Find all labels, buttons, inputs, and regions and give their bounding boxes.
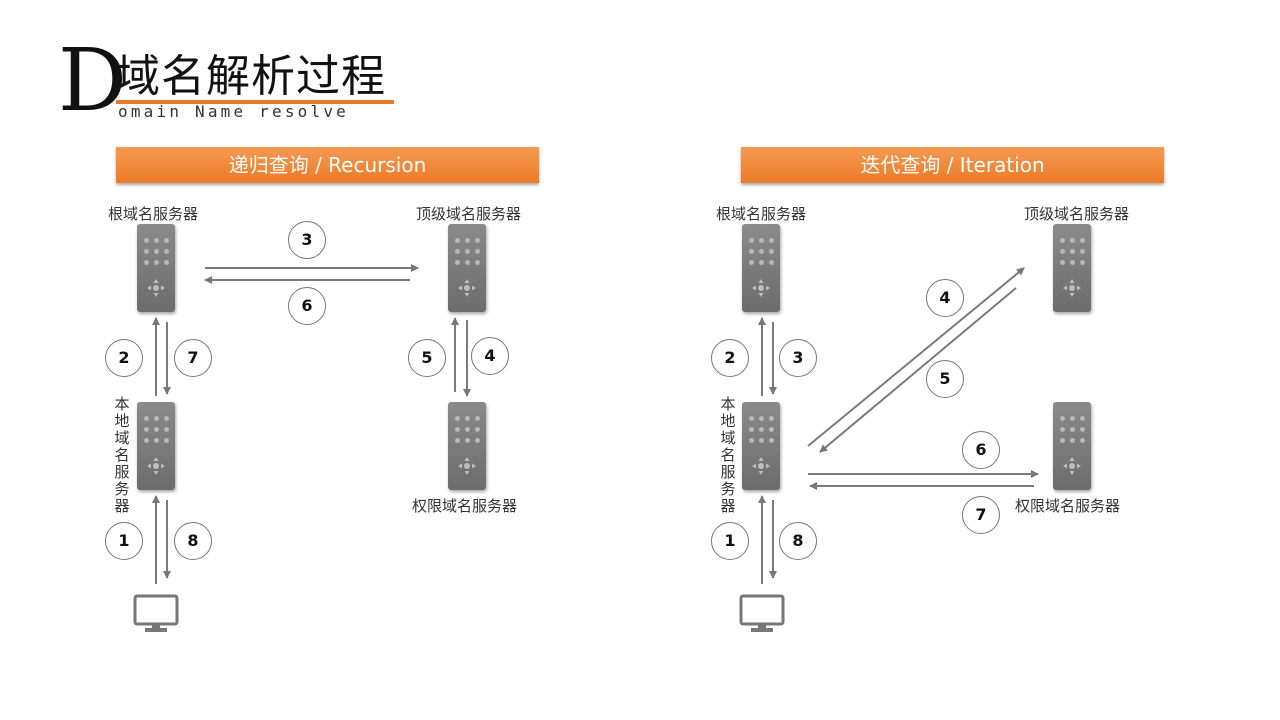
recursion-heading: 递归查询 / Recursion	[116, 147, 539, 183]
it-step-8: 8	[779, 522, 817, 560]
it-tld-server-label: 顶级域名服务器	[1024, 205, 1130, 223]
it-root-server-label: 根域名服务器	[716, 205, 807, 223]
server-dpad-icon	[147, 279, 165, 297]
it-local-server-icon	[742, 402, 780, 490]
rec-tld-server-label: 顶级域名服务器	[416, 205, 522, 223]
server-button-grid	[1060, 238, 1086, 265]
it-step-7: 7	[962, 496, 1000, 534]
server-button-grid	[749, 416, 775, 443]
it-tld-server-icon	[1053, 224, 1091, 312]
it-step-3: 3	[779, 339, 817, 377]
rec-auth-server-icon	[448, 402, 486, 490]
page-subtitle: omain Name resolve	[118, 102, 349, 121]
page-title: 域名解析过程	[116, 51, 386, 102]
rec-local-server-label: 本地域名服务器	[114, 395, 130, 515]
it-step-2: 2	[711, 339, 749, 377]
rec-step-4: 4	[471, 337, 509, 375]
server-dpad-icon	[752, 457, 770, 475]
server-dpad-icon	[1063, 457, 1081, 475]
server-button-grid	[455, 416, 481, 443]
server-button-grid	[749, 238, 775, 265]
rec-step-1: 1	[105, 522, 143, 560]
it-step-5: 5	[926, 360, 964, 398]
server-dpad-icon	[1063, 279, 1081, 297]
server-dpad-icon	[147, 457, 165, 475]
rec-local-server-icon	[137, 402, 175, 490]
rec-step-6: 6	[288, 287, 326, 325]
rec-tld-server-icon	[448, 224, 486, 312]
server-dpad-icon	[752, 279, 770, 297]
arrow-it-step5	[819, 287, 1017, 453]
it-step-1: 1	[711, 522, 749, 560]
rec-step-3: 3	[288, 221, 326, 259]
it-root-server-icon	[742, 224, 780, 312]
server-button-grid	[455, 238, 481, 265]
rec-root-server-icon	[137, 224, 175, 312]
rec-step-5: 5	[408, 339, 446, 377]
it-auth-server-label: 权限域名服务器	[1015, 497, 1121, 515]
it-local-server-label: 本地域名服务器	[720, 395, 736, 515]
title-initial-letter: D	[58, 31, 127, 131]
rec-auth-server-label: 权限域名服务器	[412, 497, 518, 515]
it-auth-server-icon	[1053, 402, 1091, 490]
server-button-grid	[144, 416, 170, 443]
server-button-grid	[144, 238, 170, 265]
rec-root-server-label: 根域名服务器	[108, 205, 199, 223]
it-step-6: 6	[962, 431, 1000, 469]
arrow-it-step4	[807, 267, 1025, 447]
server-dpad-icon	[458, 279, 476, 297]
rec-step-2: 2	[105, 339, 143, 377]
title-underline	[116, 100, 394, 104]
rec-monitor-icon	[133, 594, 179, 632]
it-step-4: 4	[926, 279, 964, 317]
it-monitor-icon	[739, 594, 785, 632]
rec-step-7: 7	[174, 339, 212, 377]
server-dpad-icon	[458, 457, 476, 475]
server-button-grid	[1060, 416, 1086, 443]
iteration-heading: 迭代查询 / Iteration	[741, 147, 1164, 183]
rec-step-8: 8	[174, 522, 212, 560]
